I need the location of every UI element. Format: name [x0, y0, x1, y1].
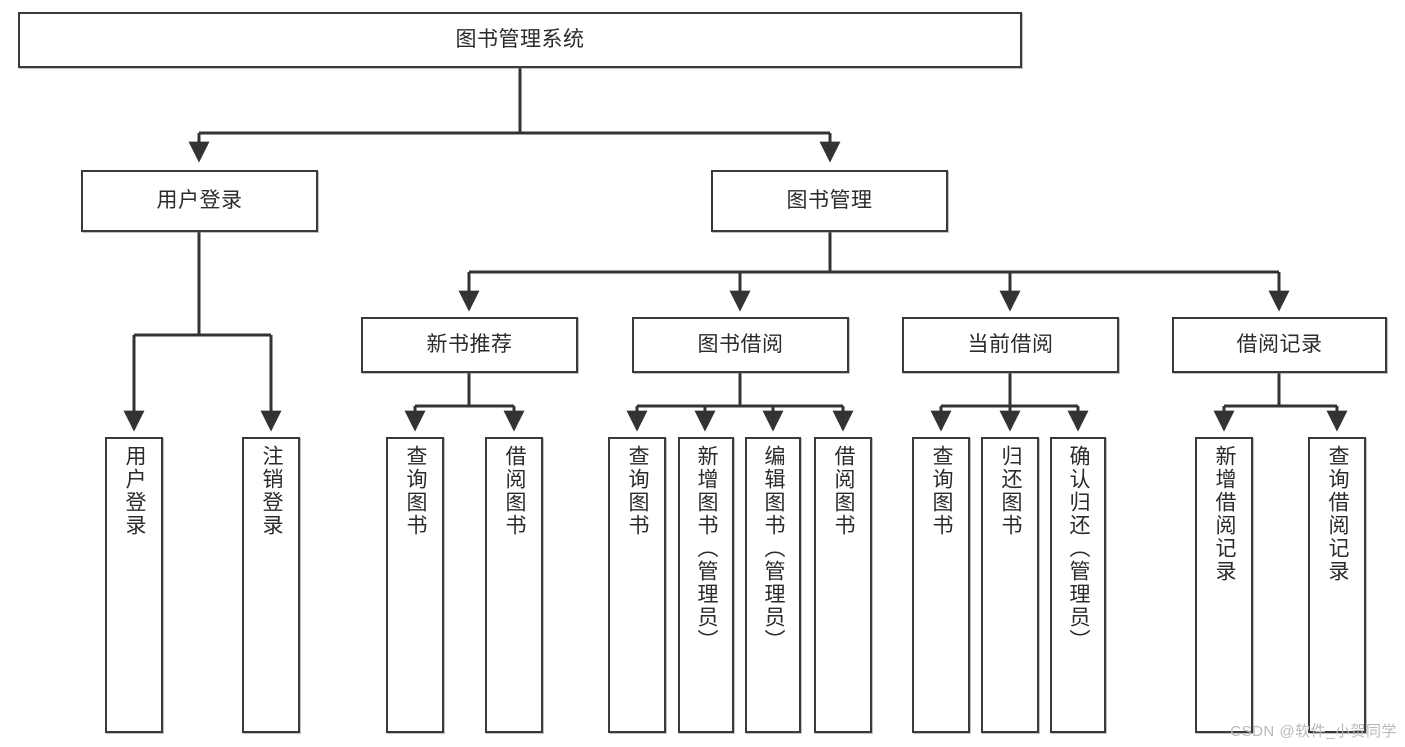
leaf-recommend-borrow-book[interactable]: 借阅图书 — [485, 437, 543, 733]
node-root-label: 图书管理系统 — [455, 27, 585, 51]
node-borrow-record-label: 借阅记录 — [1236, 332, 1323, 356]
leaf-borrow-borrow-book-label: 借阅图书 — [832, 445, 856, 537]
node-book-borrow[interactable]: 图书借阅 — [632, 317, 849, 373]
leaf-current-confirm-return-admin[interactable]: 确认归还（管理员） — [1050, 437, 1106, 733]
watermark: CSDN @软件_小贺同学 — [1230, 723, 1397, 740]
leaf-borrow-edit-book-admin[interactable]: 编辑图书（管理员） — [745, 437, 801, 733]
leaf-recommend-query-book-label: 查询图书 — [404, 445, 428, 537]
node-current-borrow[interactable]: 当前借阅 — [902, 317, 1119, 373]
leaf-current-return-book[interactable]: 归还图书 — [981, 437, 1039, 733]
node-book-management-label: 图书管理 — [786, 188, 873, 212]
leaf-user-login-logout[interactable]: 注销登录 — [242, 437, 300, 733]
leaf-recommend-borrow-book-label: 借阅图书 — [503, 445, 527, 537]
leaf-record-add-record-label: 新增借阅记录 — [1213, 445, 1237, 583]
leaf-recommend-query-book[interactable]: 查询图书 — [386, 437, 444, 733]
leaf-borrow-query-book-label: 查询图书 — [626, 445, 650, 537]
node-book-management[interactable]: 图书管理 — [711, 170, 948, 232]
leaf-record-add-record[interactable]: 新增借阅记录 — [1195, 437, 1253, 733]
leaf-borrow-add-book-admin[interactable]: 新增图书（管理员） — [678, 437, 734, 733]
leaf-current-query-book-label: 查询图书 — [930, 445, 954, 537]
leaf-user-login-login-label: 用户登录 — [123, 445, 147, 537]
node-new-book-recommend-label: 新书推荐 — [426, 332, 513, 356]
leaf-user-login-logout-label: 注销登录 — [260, 445, 284, 537]
node-new-book-recommend[interactable]: 新书推荐 — [361, 317, 578, 373]
leaf-current-query-book[interactable]: 查询图书 — [912, 437, 970, 733]
leaf-borrow-add-book-admin-label: 新增图书（管理员） — [695, 445, 719, 652]
leaf-current-return-book-label: 归还图书 — [999, 445, 1023, 537]
node-book-borrow-label: 图书借阅 — [697, 332, 784, 356]
leaf-borrow-query-book[interactable]: 查询图书 — [608, 437, 666, 733]
leaf-record-query-record[interactable]: 查询借阅记录 — [1308, 437, 1366, 733]
node-user-login[interactable]: 用户登录 — [81, 170, 318, 232]
node-root[interactable]: 图书管理系统 — [18, 12, 1022, 68]
node-current-borrow-label: 当前借阅 — [967, 332, 1054, 356]
leaf-borrow-edit-book-admin-label: 编辑图书（管理员） — [762, 445, 786, 652]
leaf-current-confirm-return-admin-label: 确认归还（管理员） — [1067, 445, 1091, 652]
node-borrow-record[interactable]: 借阅记录 — [1172, 317, 1387, 373]
node-user-login-label: 用户登录 — [156, 188, 243, 212]
leaf-record-query-record-label: 查询借阅记录 — [1326, 445, 1350, 583]
leaf-user-login-login[interactable]: 用户登录 — [105, 437, 163, 733]
leaf-borrow-borrow-book[interactable]: 借阅图书 — [814, 437, 872, 733]
